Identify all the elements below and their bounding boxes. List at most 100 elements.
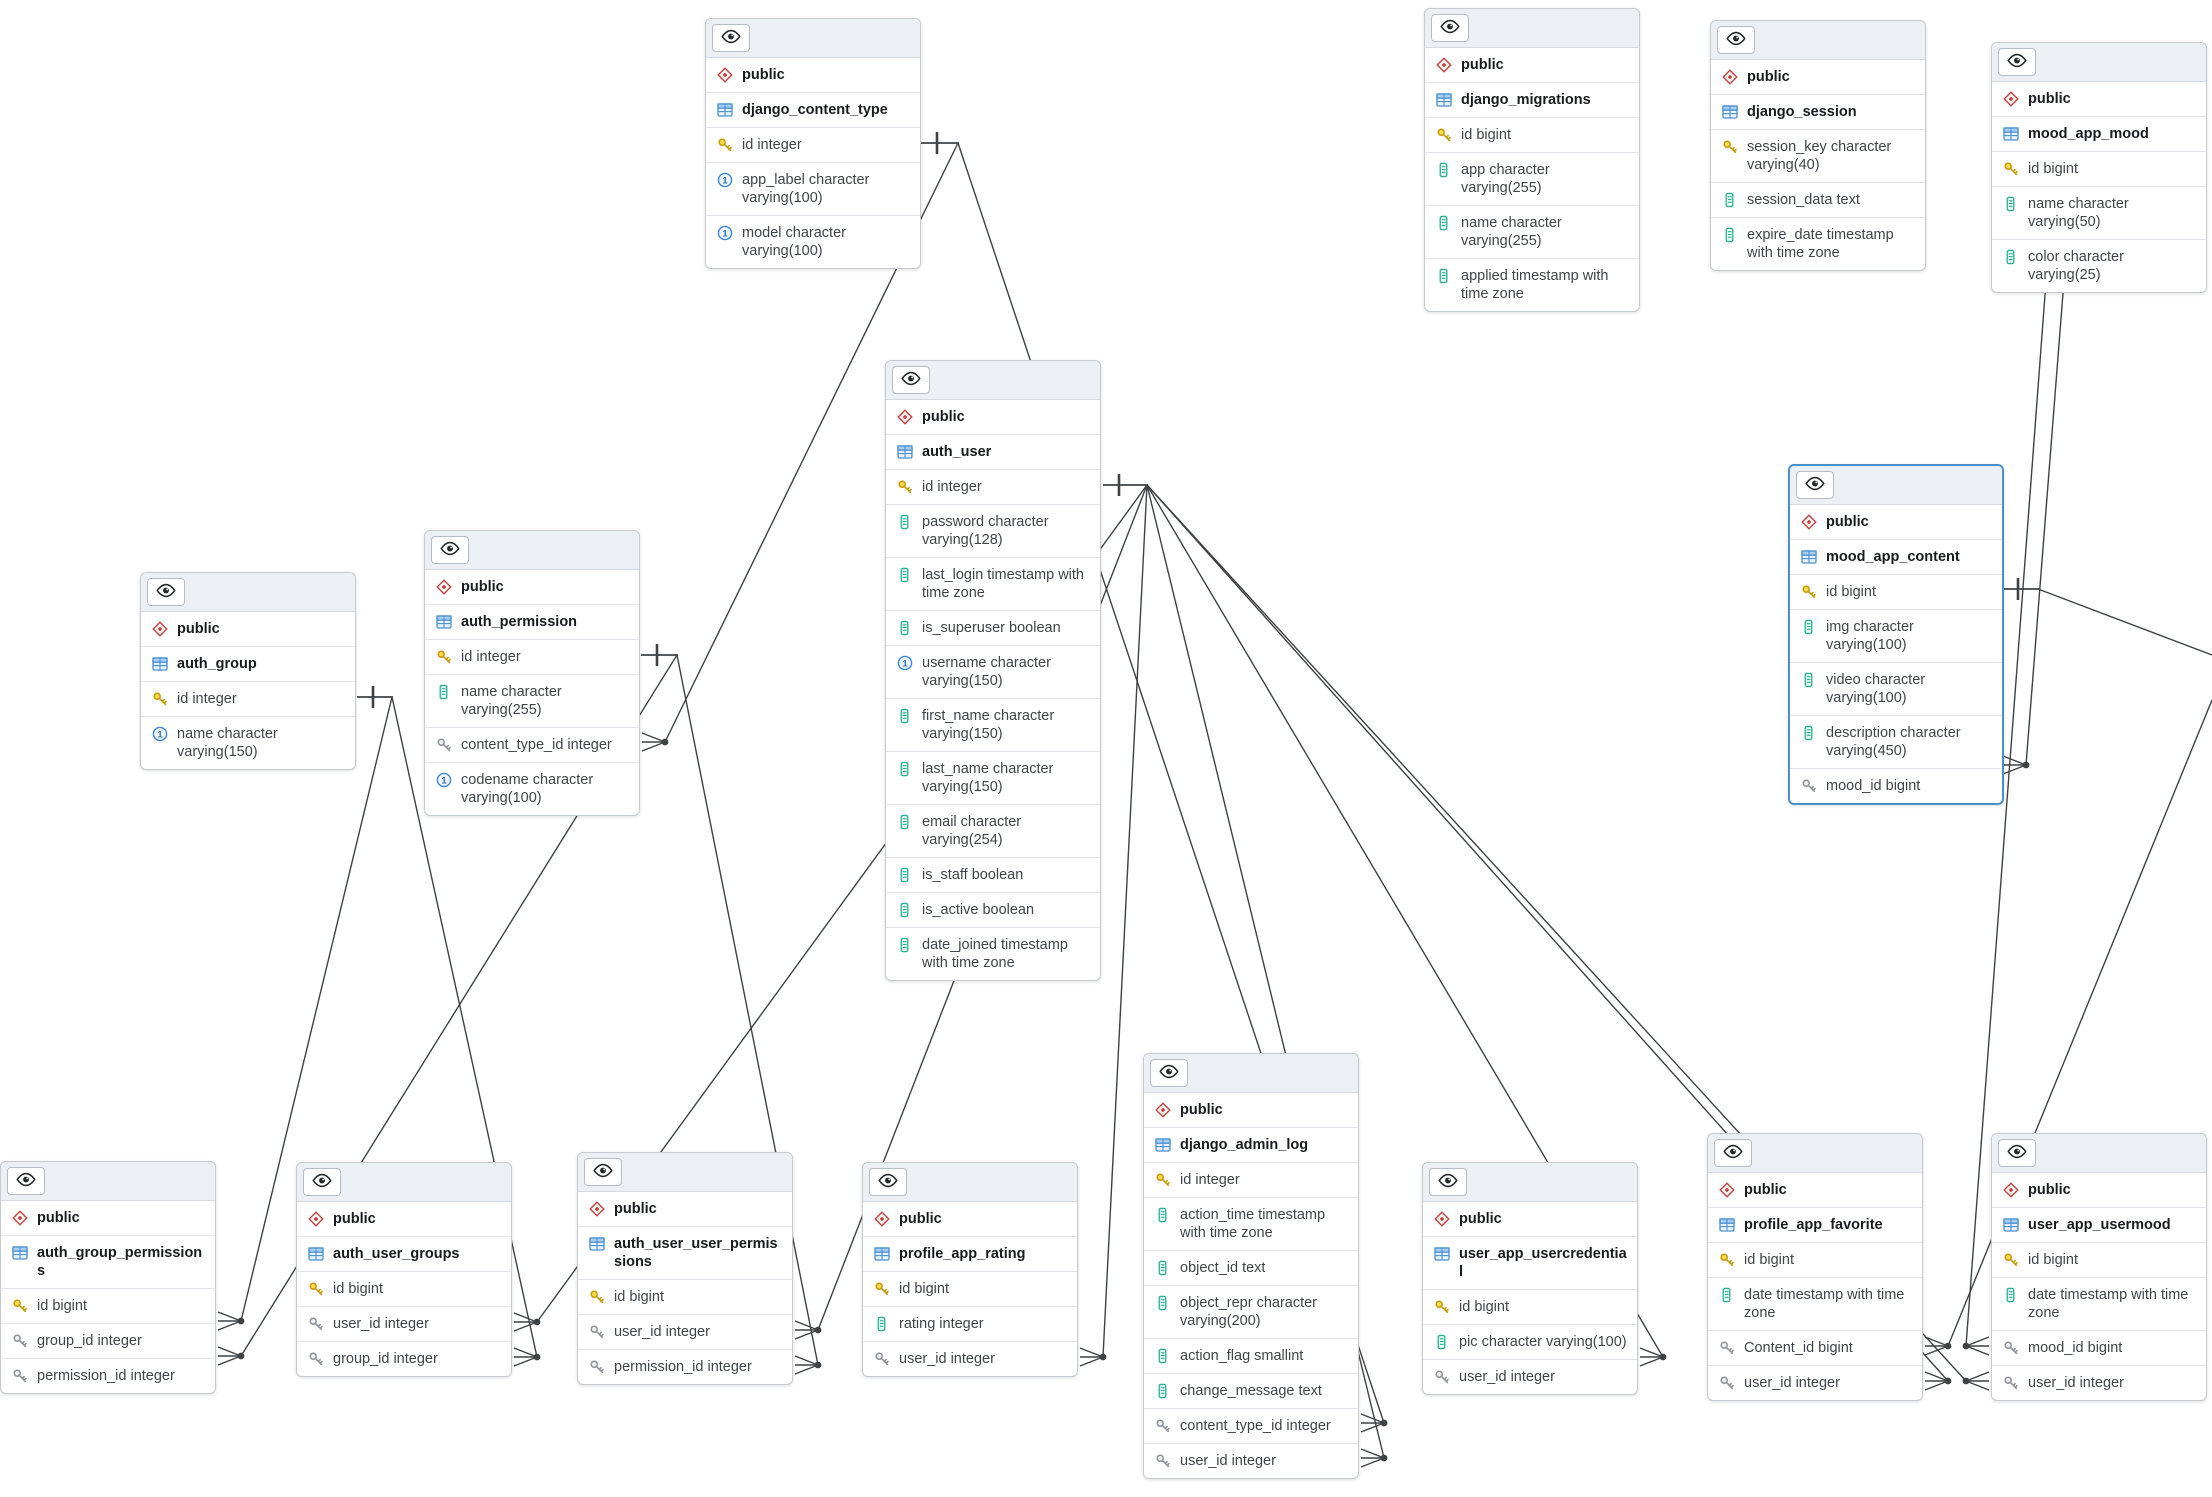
column-text: name character varying(50) [2028,196,2129,230]
column-row: group_id integer [1,1324,215,1359]
column-row: action_flag smallint [1144,1339,1358,1374]
schema-icon [307,1210,324,1227]
column-text: permission_id integer [37,1368,175,1384]
table-icon [1721,103,1738,120]
table-name-row: django_session [1711,95,1925,130]
column-text: mood_id bigint [2028,1340,2123,1356]
table-header [1992,1134,2206,1173]
crow-foot [1079,1347,1104,1358]
crow-foot [1639,1356,1664,1367]
crow-foot [1924,1336,1949,1347]
foreign-key-icon [873,1350,890,1367]
column-icon [2002,248,2019,265]
visibility-toggle-button[interactable] [1429,1168,1467,1196]
visibility-toggle-button[interactable] [431,536,469,564]
schema-row: public [1992,82,2206,117]
schema-row: public [1790,505,2002,540]
table-name: user_app_usercredential [1459,1246,1627,1280]
many-end-dot [237,1317,245,1325]
visibility-toggle-button[interactable] [1796,471,1834,499]
table-name-row: auth_user_user_permissions [578,1227,792,1280]
schema-icon [896,408,913,425]
table-name: auth_permission [461,614,578,630]
foreign-key-icon [2002,1374,2019,1391]
crow-foot [1360,1448,1385,1459]
crow-foot [217,1311,242,1322]
schema-name: public [614,1201,657,1217]
visibility-toggle-button[interactable] [584,1158,622,1186]
column-text: mood_id bigint [1826,778,1921,794]
column-row: app character varying(255) [1425,153,1639,206]
schema-name: public [922,409,965,425]
column-text: id bigint [1826,584,1876,600]
visibility-toggle-button[interactable] [892,366,930,394]
foreign-key-icon [1800,777,1817,794]
visibility-toggle-button[interactable] [869,1168,907,1196]
visibility-toggle-button[interactable] [7,1167,45,1195]
column-text: is_active boolean [922,902,1035,918]
foreign-key-icon [1718,1374,1735,1391]
column-icon [1154,1206,1171,1223]
crow-foot [1079,1356,1104,1367]
schema-row: public [706,58,920,93]
column-text: object_repr character varying(200) [1180,1295,1318,1329]
table-header [706,19,920,58]
column-row: id bigint [297,1272,511,1307]
column-icon [2002,195,2019,212]
visibility-toggle-button[interactable] [712,24,750,52]
unique-index-icon: 1 [896,654,913,671]
visibility-toggle-button[interactable] [1998,1139,2036,1167]
visibility-toggle-button[interactable] [147,578,185,606]
table-header [578,1153,792,1192]
column-row: user_id integer [1423,1360,1637,1394]
schema-row: public [886,400,1100,435]
visibility-toggle-button[interactable] [1714,1139,1752,1167]
column-row: color character varying(25) [1992,240,2206,292]
primary-key-icon [1721,138,1738,155]
foreign-key-icon [1154,1452,1171,1469]
table-header [1790,466,2002,505]
schema-name: public [1180,1102,1223,1118]
column-text: last_login timestamp with time zone [922,567,1084,601]
visibility-toggle-button[interactable] [1717,26,1755,54]
unique-index-icon: 1 [435,771,452,788]
visibility-toggle-button[interactable] [1150,1059,1188,1087]
crow-foot [1924,1380,1949,1391]
crow-foot [794,1329,819,1340]
table-header [1992,43,2206,82]
primary-key-icon [873,1280,890,1297]
column-text: id bigint [1744,1252,1794,1268]
schema-row: public [578,1192,792,1227]
table-name-row: user_app_usercredential [1423,1237,1637,1290]
visibility-toggle-button[interactable] [1998,48,2036,76]
column-text: date_joined timestamp with time zone [922,937,1068,971]
foreign-key-icon [1154,1417,1171,1434]
visibility-toggle-button[interactable] [303,1168,341,1196]
column-row: img character varying(100) [1790,610,2002,663]
visibility-toggle-button[interactable] [1431,14,1469,42]
schema-name: public [2028,91,2071,107]
schema-icon [873,1210,890,1227]
table-header [297,1163,511,1202]
column-row: date timestamp with time zone [1708,1278,1922,1331]
column-icon [896,707,913,724]
column-icon [896,566,913,583]
primary-key-icon [2002,1251,2019,1268]
